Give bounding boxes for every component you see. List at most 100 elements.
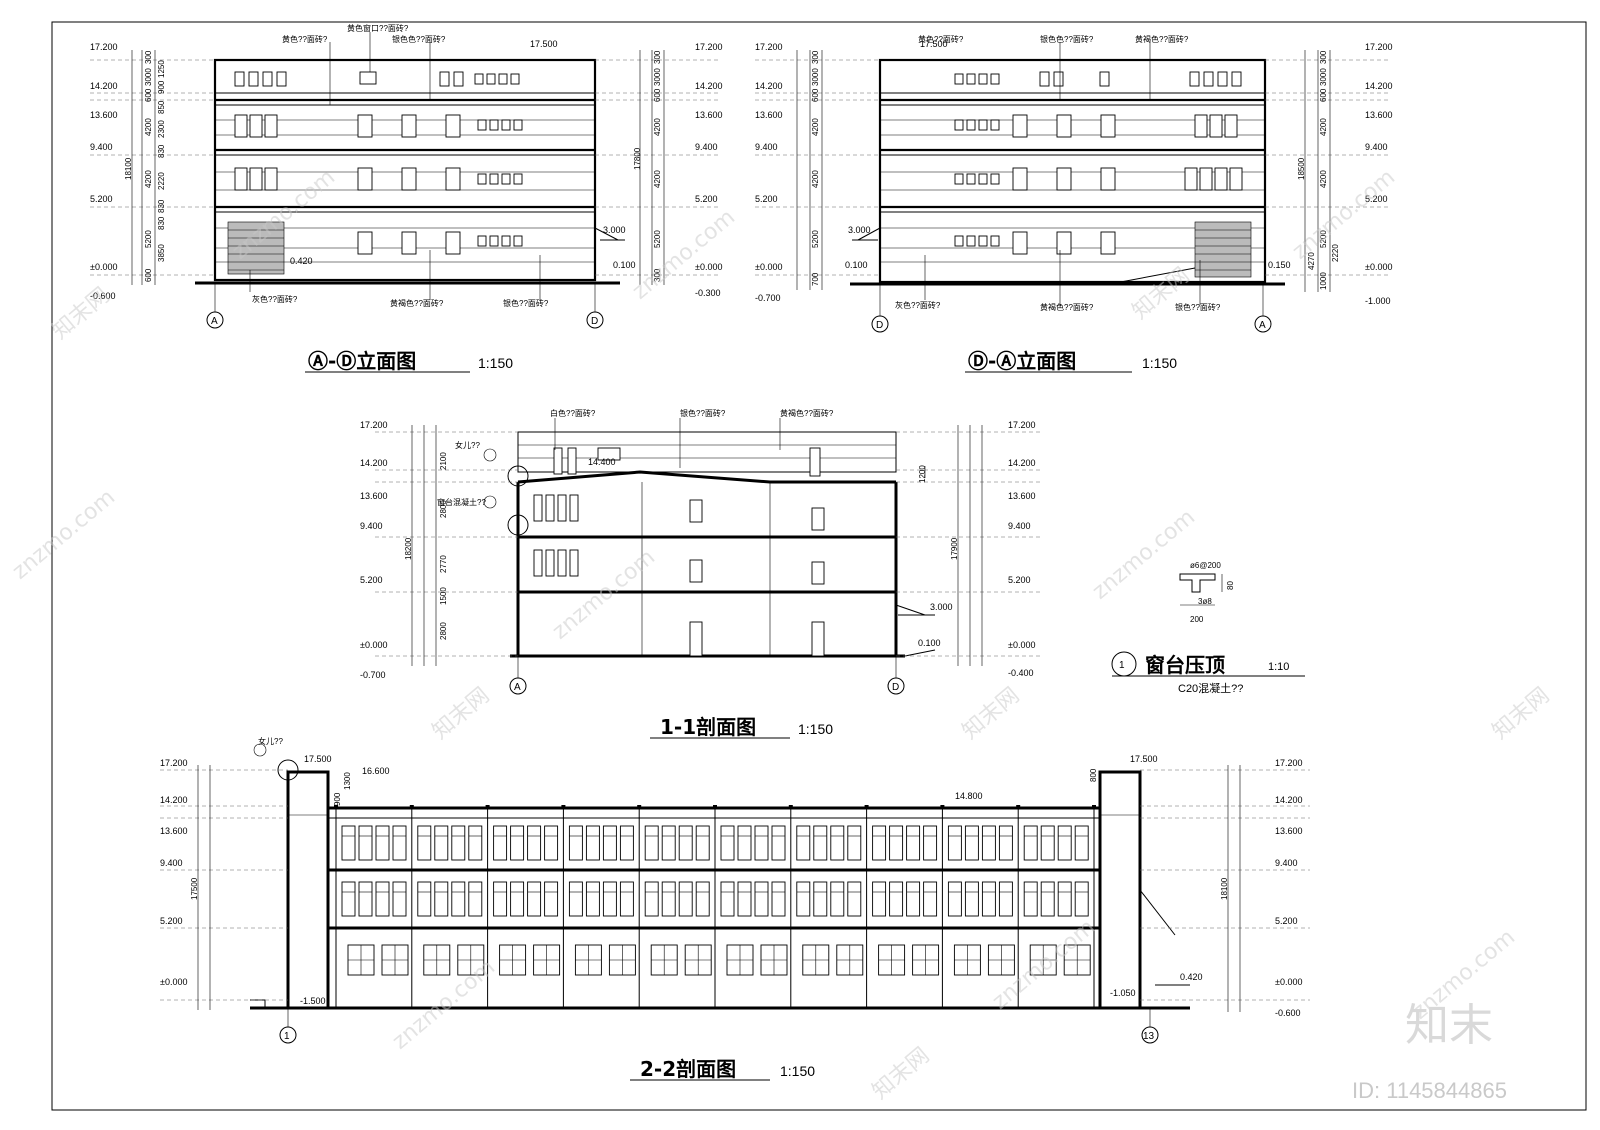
sec11-canopy-level: 3.000 xyxy=(930,602,953,612)
elev-da-rdim-5: 5200 xyxy=(1319,230,1328,248)
elev-ad-level-bottom-right: -0.300 xyxy=(695,288,721,298)
elev-ad-level-bottom-left: -0.600 xyxy=(90,291,116,301)
sec11-level-14200-right: 14.200 xyxy=(1008,458,1036,468)
sec22-level-14200-right: 14.200 xyxy=(1275,795,1303,805)
elev-da-level-9400: 9.400 xyxy=(755,142,778,152)
bay-window xyxy=(585,825,600,861)
elev-da-level-13600-right: 13.600 xyxy=(1365,110,1393,120)
bay-window xyxy=(358,881,373,917)
elev-da-level-0-right: ±0.000 xyxy=(1365,262,1392,272)
sheet-border xyxy=(51,21,1587,1111)
bay-window xyxy=(527,881,542,917)
watermark-id: ID: 1145844865 xyxy=(1352,1078,1507,1103)
bay-window xyxy=(964,825,979,861)
sec22-axis-right: 13 xyxy=(1143,1031,1155,1042)
elev-ad-note-top-0: 黄色??面砖? xyxy=(282,34,328,44)
bay-window xyxy=(847,881,862,917)
detail-rebar-bottom: 3ø8 xyxy=(1198,597,1212,606)
bay-window xyxy=(434,825,449,861)
elev-ad-rdim-6: 300 xyxy=(653,268,662,282)
elev-ad-axis-right: D xyxy=(591,316,598,327)
bay-window xyxy=(451,881,466,917)
sec22-axis-left: 1 xyxy=(284,1031,290,1042)
sec22-level-5200: 5.200 xyxy=(160,916,183,926)
elev-ad-rdim-3: 4200 xyxy=(653,118,662,136)
sec11-inner-4: 2800 xyxy=(439,622,448,640)
sec22-scale: 1:150 xyxy=(780,1063,815,1079)
bay-window xyxy=(493,825,508,861)
bay-window xyxy=(468,881,483,917)
elev-da-rdim-4: 4200 xyxy=(1319,170,1328,188)
elev-da-title: Ⓓ-Ⓐ立面图 xyxy=(968,349,1076,373)
bay-window xyxy=(544,825,559,861)
elev-ad-note-bottom-0: 灰色??面砖? xyxy=(252,294,298,304)
detail-scale: 1:10 xyxy=(1268,661,1289,673)
bay-window xyxy=(813,825,828,861)
elev-ad-note-top-1: 黄色窗口??面砖? xyxy=(347,23,409,33)
elev-da-level-0: ±0.000 xyxy=(755,262,782,272)
bay-window xyxy=(568,881,583,917)
bay-column-cap xyxy=(1092,805,1096,809)
elev-da-right-total: 18500 xyxy=(1297,157,1306,180)
section-11-windows xyxy=(533,447,825,657)
elev-ad-dim-3: 4200 xyxy=(144,118,153,136)
sec22-roof-left: 16.600 xyxy=(362,766,390,776)
elevation-d-a xyxy=(755,42,1390,373)
elev-da-note-bottom-0: 灰色??面砖? xyxy=(895,300,941,310)
elev-da-dim-0: 300 xyxy=(811,50,820,64)
bay-window xyxy=(981,881,996,917)
bay-column-cap xyxy=(940,805,945,809)
bay-window xyxy=(493,881,508,917)
elev-ad-inner-3: 830 xyxy=(157,144,166,158)
bay-window xyxy=(847,825,862,861)
bay-window xyxy=(417,825,432,861)
sec22-level-13600-right: 13.600 xyxy=(1275,826,1303,836)
bay-window xyxy=(1040,881,1055,917)
elev-ad-level-9400: 9.400 xyxy=(90,142,113,152)
elev-ad-entrance xyxy=(227,221,285,275)
sec11-note-4: 窗台混凝土?? xyxy=(437,497,486,507)
bay-window xyxy=(451,825,466,861)
elev-ad-dim-6: 600 xyxy=(144,268,153,282)
bay-window xyxy=(796,825,811,861)
bay-window xyxy=(510,881,525,917)
elev-ad-dim-0: 300 xyxy=(144,50,153,64)
bay-window xyxy=(720,825,735,861)
elev-da-note-bottom-1: 黄褐色??面砖? xyxy=(1040,302,1094,312)
bay-window xyxy=(661,825,676,861)
sec22-roof-mid: 14.800 xyxy=(955,791,983,801)
bay-window xyxy=(906,881,921,917)
elev-ad-level-14200: 14.200 xyxy=(90,81,118,91)
bay-window xyxy=(889,881,904,917)
elev-da-level-5200-right: 5.200 xyxy=(1365,194,1388,204)
elev-ad-level-9400-right: 9.400 xyxy=(695,142,718,152)
sec11-level-13600-right: 13.600 xyxy=(1008,491,1036,501)
bay-window xyxy=(906,825,921,861)
detail-height: 80 xyxy=(1226,581,1235,590)
sec11-level-0: ±0.000 xyxy=(360,640,387,650)
elev-ad-level-17200-right: 17.200 xyxy=(695,42,723,52)
elev-da-note-top-2: 黄褐色??面砖? xyxy=(1135,34,1189,44)
bay-window xyxy=(619,881,634,917)
elev-da-inner-0: 4270 xyxy=(1307,252,1316,270)
bay-window xyxy=(796,881,811,917)
sec11-inner-1: 2800 xyxy=(439,500,448,518)
sec22-level-0: ±0.000 xyxy=(160,977,187,987)
bay-window xyxy=(1023,825,1038,861)
elev-da-note-bottom-2: 银色??面砖? xyxy=(1175,302,1221,312)
sec11-note-0: 白色??面砖? xyxy=(550,408,596,418)
elev-ad-level-0: ±0.000 xyxy=(90,262,117,272)
elev-da-dim-5: 5200 xyxy=(811,230,820,248)
bay-window xyxy=(1023,881,1038,917)
sec11-note-3: 女儿?? xyxy=(455,440,480,450)
elev-da-entrance xyxy=(1194,221,1252,278)
elev-da-dim-2: 600 xyxy=(811,88,820,102)
bay-window xyxy=(468,825,483,861)
sec22-level-13600: 13.600 xyxy=(160,826,188,836)
section-22-bays xyxy=(334,805,1096,1008)
sec11-level-9400: 9.400 xyxy=(360,521,383,531)
detail-number: 1 xyxy=(1119,660,1125,671)
elev-ad-rdim-1: 3000 xyxy=(653,68,662,86)
elev-ad-level-14200-right: 14.200 xyxy=(695,81,723,91)
sec22-parapet-dim-0: 900 xyxy=(333,792,342,806)
